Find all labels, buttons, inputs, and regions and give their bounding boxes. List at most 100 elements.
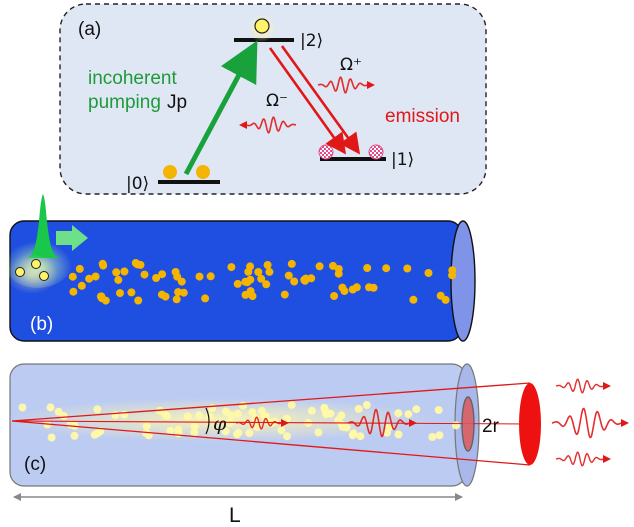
glowing-atom: [70, 431, 79, 440]
glowing-atom: [245, 429, 254, 438]
panel-b: (b): [4, 194, 476, 342]
cone-edge-top: [11, 382, 531, 422]
ground-atom: [114, 275, 123, 284]
glowing-atom: [233, 409, 242, 418]
glowing-atom: [93, 429, 102, 438]
ground-atom: [116, 289, 124, 298]
photon-arrowhead: [367, 81, 375, 89]
glowing-atom: [142, 422, 151, 431]
ground-atoms: [68, 259, 457, 305]
ground-atom: [196, 165, 210, 179]
glowing-atom: [18, 403, 27, 412]
ground-atom: [246, 287, 255, 296]
glowing-atom: [356, 432, 365, 441]
ground-atom: [246, 275, 255, 284]
ground-atom: [173, 272, 182, 281]
ground-atom: [254, 268, 263, 276]
excited-atom: [254, 18, 270, 34]
excited-region-glow: [6, 254, 58, 294]
output-spot: [519, 383, 541, 465]
glowing-atom: [225, 418, 234, 427]
radius-label: 2r: [482, 416, 500, 437]
ground-atom: [172, 295, 181, 304]
ground-atom: [158, 270, 167, 279]
photon-arrowhead: [603, 455, 611, 463]
level-1-label: |1⟩: [391, 150, 414, 170]
photon-wave-small: [235, 416, 289, 430]
ground-atom: [77, 281, 86, 290]
glowing-atom: [54, 407, 63, 416]
ground-atom: [96, 292, 105, 301]
photon-wave-path: [555, 378, 605, 394]
photon-wave-path: [551, 407, 623, 439]
photon-wave-large: [347, 408, 417, 438]
ground-atom: [75, 264, 84, 273]
ground-atom: [409, 295, 418, 304]
ground-atom: [352, 283, 361, 292]
ground-atom: [424, 269, 433, 277]
photon-wave-right: [317, 76, 375, 94]
photon-arrowhead: [603, 382, 611, 390]
ground-atom: [99, 261, 108, 270]
ground-atom: [152, 274, 161, 282]
angle-arc: [205, 407, 210, 435]
glowing-atom: [394, 409, 403, 418]
glowing-atom: [277, 426, 286, 435]
output-photon-bottom: [555, 451, 611, 467]
glowing-atom: [93, 405, 102, 414]
ground-atom: [330, 292, 339, 300]
glowing-atom: [283, 432, 291, 441]
emitted-atom: [318, 144, 334, 160]
emission-arrow-1: [268, 47, 347, 155]
glowing-atom: [221, 407, 230, 416]
glowing-atom: [46, 403, 55, 412]
panel-c-label: (c): [24, 454, 46, 475]
ground-atom: [265, 267, 274, 276]
ground-atom: [246, 262, 255, 271]
excited-atom: [31, 259, 41, 269]
glowing-atom: [307, 406, 316, 415]
ground-atom: [284, 271, 293, 280]
glowing-atom: [239, 401, 247, 410]
ground-atom: [301, 276, 309, 285]
panel-c: (c) φ 2r L: [5, 363, 629, 527]
ground-atom: [201, 294, 210, 303]
pump-direction-arrow: [56, 225, 88, 251]
glowing-atom: [434, 406, 443, 414]
emitted-atom: [368, 144, 384, 160]
ground-atom: [227, 263, 236, 272]
ground-atom: [263, 261, 272, 269]
ground-atom: [315, 262, 324, 271]
photon-arrowhead: [281, 419, 289, 427]
photon-arrowhead: [239, 121, 247, 129]
level-2-label: |2⟩: [300, 31, 323, 51]
ground-atom: [69, 287, 78, 296]
ground-atom: [382, 264, 391, 273]
glowing-atom: [383, 428, 391, 437]
ground-atom: [257, 274, 266, 283]
ground-atom: [307, 274, 316, 283]
photon-wave-left: [239, 116, 297, 134]
glowing-atom: [394, 430, 403, 439]
glowing-atom: [190, 422, 199, 431]
cone-edge-bottom: [11, 420, 531, 466]
tube-b-front: [450, 220, 476, 342]
ground-atom: [140, 270, 149, 279]
excited-atom: [15, 267, 25, 277]
ground-atom: [363, 264, 372, 272]
glowing-atom: [234, 428, 243, 437]
panel-a: (a) |0⟩ |1⟩ |2⟩ incoherent pumping Jp Ω⁺…: [59, 3, 487, 195]
glowing-atom: [287, 401, 296, 409]
glowing-atom: [111, 411, 120, 420]
photon-wave-path: [235, 416, 283, 430]
pump-label-line2: pumping: [88, 92, 161, 113]
photon-wave-path: [317, 76, 369, 94]
ground-atom: [280, 290, 289, 299]
ground-atom: [85, 274, 94, 283]
ground-atom: [157, 290, 166, 299]
pump-symbol: Jp: [167, 92, 187, 113]
emission-label: emission: [385, 106, 460, 127]
glowing-atom: [362, 401, 371, 409]
ground-atom: [206, 272, 215, 281]
glowing-atom: [314, 428, 323, 437]
